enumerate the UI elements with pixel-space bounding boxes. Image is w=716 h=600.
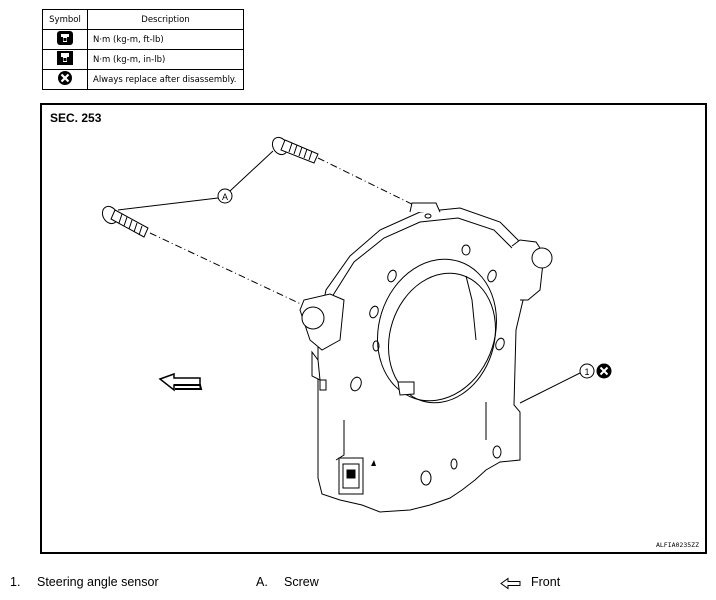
legend-row-text: N·m (kg-m, in-lb) [87, 49, 244, 70]
torque-wrench-small-icon [57, 51, 73, 65]
legend-row: Always replace after disassembly. [42, 69, 244, 90]
caption-text: Front [531, 575, 561, 589]
section-label: SEC. 253 [50, 111, 102, 125]
screw-lower [101, 205, 149, 238]
legend-header-row: Symbol Description [42, 9, 244, 30]
legend-header-description: Description [87, 9, 244, 30]
caption-number: A. [256, 575, 268, 589]
caption-number: 1. [10, 575, 21, 589]
callout-1-label: 1 [584, 367, 589, 377]
screw-upper [271, 136, 319, 164]
legend-header-symbol: Symbol [42, 9, 88, 30]
caption-text: Steering angle sensor [37, 575, 159, 589]
legend-row: N·m (kg-m, in-lb) [42, 49, 244, 70]
steering-angle-sensor-diagram: A 1 [101, 136, 612, 513]
legend-table: Symbol Description N·m (kg-m, ft-lb) N·m… [42, 9, 244, 90]
front-arrow-icon [500, 577, 521, 590]
legend-row: N·m (kg-m, ft-lb) [42, 29, 244, 50]
callout-a-label: A [222, 192, 228, 202]
torque-wrench-icon [57, 31, 73, 45]
always-replace-icon [596, 363, 612, 379]
legend-row-text: N·m (kg-m, ft-lb) [87, 29, 244, 50]
always-replace-icon [58, 71, 72, 85]
figure-frame: A 1 SEC. 253 ALFIA0235ZZ [40, 103, 707, 554]
figure-code: ALFIA0235ZZ [655, 541, 699, 549]
caption-text: Screw [284, 575, 319, 589]
legend-row-text: Always replace after disassembly. [87, 69, 244, 90]
